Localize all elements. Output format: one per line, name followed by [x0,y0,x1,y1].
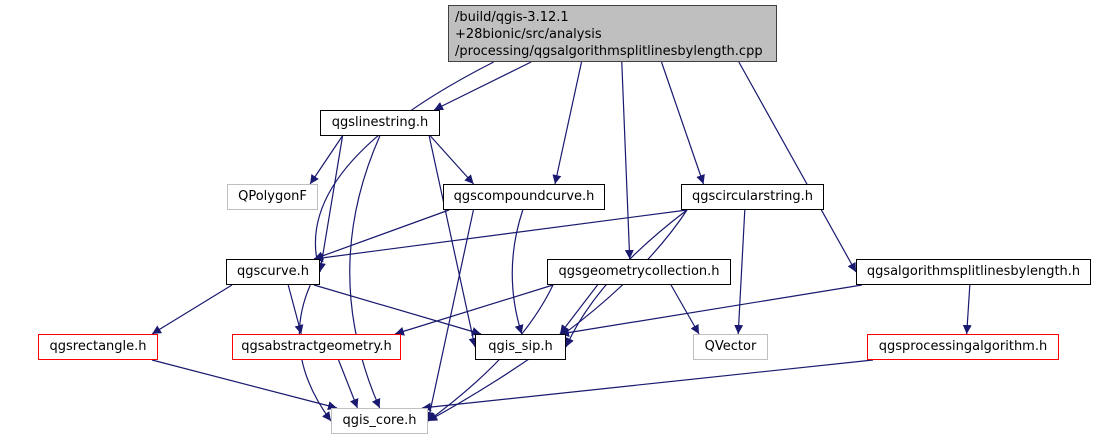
edge-compoundcurve-to-curve [313,209,450,261]
edge-splitlines-to-sip [559,284,863,338]
edge-root-to-geomcollection [621,61,634,260]
node-qgis-sip[interactable]: qgis_sip.h [475,334,566,360]
node-qgscurve[interactable]: qgscurve.h [226,259,320,285]
edge-linestring-to-qpolygonf [309,135,343,185]
edge-circularstring-to-curve [313,209,688,263]
edge-linestring-to-sip [428,135,478,348]
node-qgscircularstring[interactable]: qgscircularstring.h [681,184,824,210]
node-qgsprocessingalgorithm[interactable]: qgsprocessingalgorithm.h [867,334,1059,360]
edge-root-to-curve [313,61,494,273]
edge-geomcollection-to-sip [559,284,599,335]
edge-curve-to-sip [313,284,482,336]
edge-geomcollection-to-qvector [670,284,700,335]
edge-root-to-splitlines [738,61,857,273]
node-qvector[interactable]: QVector [693,334,768,360]
root-line-3: /processing/qgsalgorithmsplitlinesbyleng… [455,44,763,59]
node-qgsalgorithmsplitlinesbylength[interactable]: qgsalgorithmsplitlinesbylength.h [856,259,1091,285]
edge-linestring-to-core [349,135,381,409]
edge-root-to-linestring [433,61,532,111]
edge-linestring-to-compoundcurve [429,135,475,185]
node-qgslinestring[interactable]: qgslinestring.h [320,110,440,136]
edge-splitlines-to-procalgo [962,284,972,335]
edge-circularstring-to-qvector [734,209,746,335]
edge-compoundcurve-to-core [425,209,475,422]
node-qgsabstractgeometry[interactable]: qgsabstractgeometry.h [232,334,401,360]
edge-curve-to-rectangle [151,284,233,335]
node-qgis-core[interactable]: qgis_core.h [331,408,428,434]
edge-linestring-to-curve [317,135,344,273]
edge-geomcollection-to-abstractgeom [394,284,554,336]
root-line-2: +28bionic/src/analysis [455,27,602,42]
edge-root-to-compoundcurve [552,61,583,185]
edge-root-to-circularstring [660,61,705,185]
node-qgsgeometrycollection[interactable]: qgsgeometrycollection.h [547,259,731,285]
root-line-1: /build/qgis-3.12.1 [455,10,569,25]
edge-circularstring-to-core [427,209,688,422]
node-qgsrectangle[interactable]: qgsrectangle.h [38,334,158,360]
edge-rectangle-to-core [151,359,338,411]
node-qgscompoundcurve[interactable]: qgscompoundcurve.h [443,184,605,210]
node-root-source-file[interactable]: /build/qgis-3.12.1 +28bionic/src/analysi… [448,5,777,62]
edge-abstractgeom-to-core [337,359,359,409]
edge-compoundcurve-to-sip [511,209,524,335]
edge-procalgo-to-core [421,359,874,412]
node-qpolygonf[interactable]: QPolygonF [227,184,318,210]
